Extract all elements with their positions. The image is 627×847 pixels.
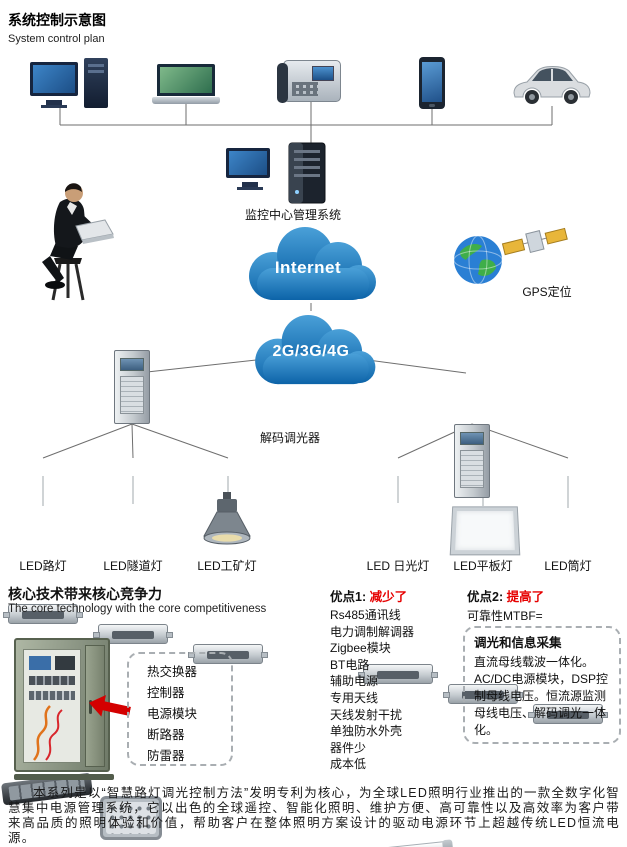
led-label-down: LED筒灯 <box>544 559 592 573</box>
internet-label: Internet <box>274 258 342 277</box>
internet-cloud-icon: Internet <box>233 222 383 306</box>
advantage2-header: 优点2: 提高了 <box>467 586 544 605</box>
dimmer-driver-icon <box>528 704 608 724</box>
cabinet-part: 断路器 <box>147 728 185 742</box>
footer-paragraph: 本系列是以“智慧路灯调光控制方法”发明专利为核心，为全球LED照明行业推出的一款… <box>8 786 620 845</box>
control-cabinet-left-icon <box>114 350 150 424</box>
advantage1-item: 天线发射干扰 <box>330 707 403 722</box>
advantage1-item: 电力调制解调器 <box>330 624 415 639</box>
cabinet-part: 电源模块 <box>147 707 198 721</box>
desktop-tower <box>84 58 108 108</box>
page-title: 系统控制示意图 <box>8 12 106 28</box>
gps-label: GPS定位 <box>522 285 572 299</box>
dimmer-driver-icon <box>358 664 438 684</box>
car-icon <box>510 60 594 113</box>
advantage1-item: Zigbee模块 <box>330 641 391 656</box>
led-label-panel: LED平板灯 <box>453 559 513 573</box>
cabinet-part: 热交换器 <box>147 665 198 679</box>
network-cloud-icon: 2G/3G/4G <box>240 310 382 390</box>
core-section-subtitle: The core technology with the core compet… <box>8 603 267 615</box>
header: 系统控制示意图 System control plan <box>8 10 106 45</box>
advantage1-highlight: 减少了 <box>369 590 408 604</box>
video-phone-icon <box>277 60 341 103</box>
advantage1-item: 器件少 <box>330 740 367 755</box>
led-tunnel-light-icon <box>100 796 162 840</box>
advantage1-item: 辅助电源 <box>330 674 379 689</box>
advantage2-label: 优点2: <box>467 590 504 604</box>
dimming-info-title: 调光和信息采集 <box>474 636 562 650</box>
led-highbay-light-icon <box>200 492 254 559</box>
workstation-icon <box>226 148 270 187</box>
core-section-title: 核心技术带来核心竞争力 <box>8 586 162 602</box>
led-label-tunnel: LED隧道灯 <box>103 559 163 573</box>
earth-globe-icon <box>452 234 504 291</box>
advantage2-highlight: 提高了 <box>506 590 545 604</box>
cabinet-part: 控制器 <box>147 686 185 700</box>
led-panel-light-icon <box>449 506 521 556</box>
advantage1-item: BT电路 <box>330 657 370 672</box>
red-arrow-icon <box>86 692 133 727</box>
page-subtitle: System control plan <box>8 33 105 45</box>
dimmer-driver-icon <box>3 604 83 624</box>
desktop-monitor <box>30 62 78 105</box>
advantage2-mtbf: 可靠性MTBF= <box>467 609 543 623</box>
desktop-computer-icon <box>30 58 108 108</box>
dimming-info-text: 直流母线载波一体化。AC/DC电源模块，DSP控制母线电压。恒流源监测母线电压、… <box>474 655 609 737</box>
advantage1-item: Rs485通讯线 <box>330 608 401 622</box>
gps-satellite-icon <box>500 222 570 267</box>
dimming-info-box: 调光和信息采集 直流母线载波一体化。AC/DC电源模块，DSP控制母线电压。恒流… <box>463 626 621 744</box>
advantage1-item: 专用天线 <box>330 690 379 705</box>
cabinet-part: 防雷器 <box>147 749 185 763</box>
network-label: 2G/3G/4G <box>272 343 350 360</box>
advantage1-item: 单独防水外壳 <box>330 724 403 739</box>
advantage1-header: 优点1: 减少了 <box>330 586 407 605</box>
control-cabinet-right-icon <box>454 424 490 498</box>
server-icon <box>288 142 326 209</box>
advantage1-label: 优点1: <box>330 590 367 604</box>
dimmer-driver-icon <box>93 624 173 644</box>
led-label-highbay: LED工矿灯 <box>197 559 257 573</box>
led-label-street: LED路灯 <box>19 559 67 573</box>
smartphone-icon <box>419 57 445 109</box>
advantage1-items: Rs485通讯线 电力调制解调器 Zigbee模块 BT电路 辅助电源 专用天线… <box>330 607 414 773</box>
monitoring-center-label: 监控中心管理系统 <box>244 208 341 222</box>
led-label-tube: LED 日光灯 <box>366 559 430 573</box>
decoder-dimmer-label: 解码调光器 <box>259 431 320 445</box>
dimmer-driver-icon <box>443 684 523 704</box>
laptop-icon <box>152 64 220 104</box>
seated-operator-icon <box>20 180 116 309</box>
cabinet-parts-box: 热交换器 控制器 电源模块 断路器 防雷器 <box>127 652 233 766</box>
advantage1-item: 成本低 <box>330 757 367 772</box>
